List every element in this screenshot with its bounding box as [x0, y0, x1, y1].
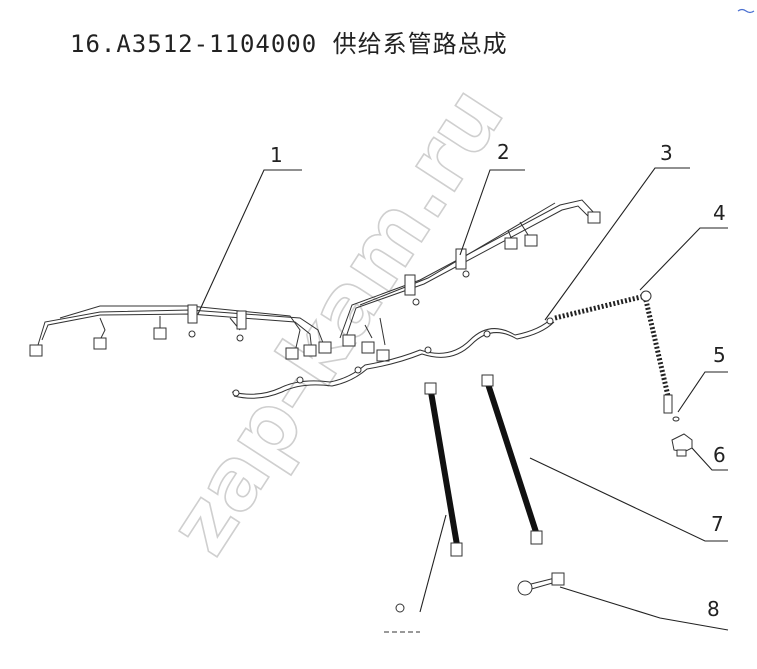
callout-5: 5: [677, 343, 728, 413]
svg-text:4: 4: [713, 201, 726, 225]
svg-text:6: 6: [713, 443, 726, 467]
part-2-pipe-bundle: [339, 199, 601, 362]
diagram-title: 16.A3512-1104000 供给系管路总成: [70, 30, 508, 58]
part-8-banjo-pipe: [517, 572, 565, 596]
part-1-pipe-bundle: [29, 304, 332, 360]
callout-3: 3: [544, 141, 690, 321]
svg-text:1: 1: [270, 143, 283, 167]
part-6-fitting: [671, 433, 693, 457]
corner-mark: [737, 8, 755, 14]
callout-6: 6: [691, 443, 728, 471]
part-4-braided-hose: [554, 290, 673, 414]
svg-text:5: 5: [713, 343, 726, 367]
callout-7: 7: [419, 457, 728, 613]
part-7-hoses: [424, 374, 543, 557]
callout-1: 1: [197, 143, 302, 315]
callout-2: 2: [459, 140, 525, 256]
watermark: zap-kam.ru: [150, 70, 523, 571]
svg-text:3: 3: [660, 141, 673, 165]
callout-4: 4: [639, 201, 728, 291]
svg-text:8: 8: [707, 597, 720, 621]
part-5-washer: [672, 416, 680, 422]
part-3-return-pipe: [231, 317, 555, 399]
callout-8: 8: [559, 586, 729, 631]
small-bolt: [384, 603, 420, 633]
svg-text:7: 7: [711, 512, 724, 536]
svg-text:2: 2: [497, 140, 510, 164]
